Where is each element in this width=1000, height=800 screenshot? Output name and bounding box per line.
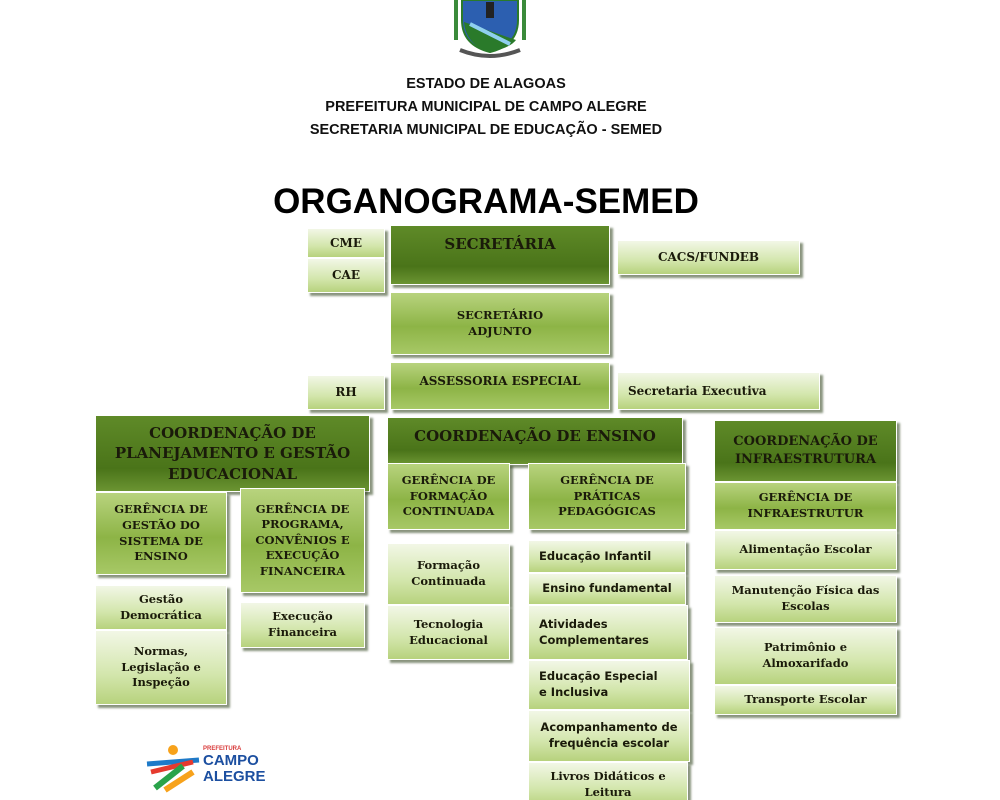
- logo-prefeitura-text: PREFEITURA: [203, 746, 242, 752]
- item-acompanhamento-frequencia: Acompanhamento de frequência escolar: [528, 710, 690, 762]
- campo-alegre-logo: PREFEITURA CAMPO ALEGRE: [143, 742, 266, 797]
- gerencia-praticas-pedagogicas: GERÊNCIA DE PRÁTICAS PEDAGÓGICAS: [528, 463, 686, 530]
- logo-figure-icon: [146, 745, 200, 793]
- gerencia-infraestrutura: GERÊNCIA DE INFRAESTRUTUR: [714, 482, 897, 530]
- item-atividades-complementares: Atividades Complementares: [528, 605, 688, 660]
- item-manutencao-fisica: Manutenção Física das Escolas: [714, 575, 897, 623]
- logo-alegre-text: ALEGRE: [203, 768, 266, 785]
- item-patrimonio: Patrimônio e Almoxarifado: [714, 627, 897, 685]
- item-tecnologia-educacional: Tecnologia Educacional: [387, 605, 510, 660]
- item-formacao-continuada: Formação Continuada: [387, 543, 510, 605]
- coord-ensino: COORDENAÇÃO DE ENSINO: [387, 417, 683, 465]
- item-alimentacao-escolar: Alimentação Escolar: [714, 530, 897, 570]
- item-normas: Normas, Legislação e Inspeção: [95, 630, 227, 705]
- box-assessoria-especial: ASSESSORIA ESPECIAL: [390, 362, 610, 410]
- box-cae: CAE: [307, 258, 385, 293]
- page-title: ORGANOGRAMA-SEMED: [273, 182, 699, 221]
- logo-campo-text: CAMPO: [203, 752, 259, 769]
- item-transporte-escolar: Transporte Escolar: [714, 685, 897, 715]
- box-cme: CME: [307, 228, 385, 258]
- coord-planejamento: COORDENAÇÃO DE PLANEJAMENTO E GESTÃO EDU…: [95, 415, 370, 492]
- gerencia-formacao-continuada: GERÊNCIA DE FORMAÇÃO CONTINUADA: [387, 463, 510, 530]
- box-cacs-fundeb: CACS/FUNDEB: [617, 240, 800, 275]
- item-gestao-democratica: Gestão Democrática: [95, 585, 227, 630]
- item-livros-didaticos: Livros Didáticos e Leitura: [528, 762, 688, 800]
- coord-infraestrutura: COORDENAÇÃO DE INFRAESTRUTURA: [714, 420, 897, 482]
- box-rh: RH: [307, 375, 385, 410]
- box-secretario-adjunto: SECRETÁRIO ADJUNTO: [390, 292, 610, 355]
- gerencia-programa-convenios: GERÊNCIA DE PROGRAMA, CONVÊNIOS E EXECUÇ…: [240, 488, 365, 593]
- coat-of-arms-logo: [454, 0, 526, 58]
- gerencia-gestao-sistema: GERÊNCIA DE GESTÃO DO SISTEMA DE ENSINO: [95, 492, 227, 575]
- header-secretaria: SECRETARIA MUNICIPAL DE EDUCAÇÃO - SEMED: [309, 122, 663, 138]
- box-secretaria: SECRETÁRIA: [390, 225, 610, 285]
- box-secretaria-executiva: Secretaria Executiva: [617, 372, 820, 410]
- header-prefeitura: PREFEITURA MUNICIPAL DE CAMPO ALEGRE: [325, 99, 647, 115]
- item-execucao-financeira: Execução Financeira: [240, 602, 365, 648]
- item-educacao-especial: Educação Especial e Inclusiva: [528, 660, 690, 710]
- item-ensino-fundamental: Ensino fundamental: [528, 573, 686, 605]
- item-educacao-infantil: Educação Infantil: [528, 540, 686, 573]
- header-state: ESTADO DE ALAGOAS: [406, 76, 566, 92]
